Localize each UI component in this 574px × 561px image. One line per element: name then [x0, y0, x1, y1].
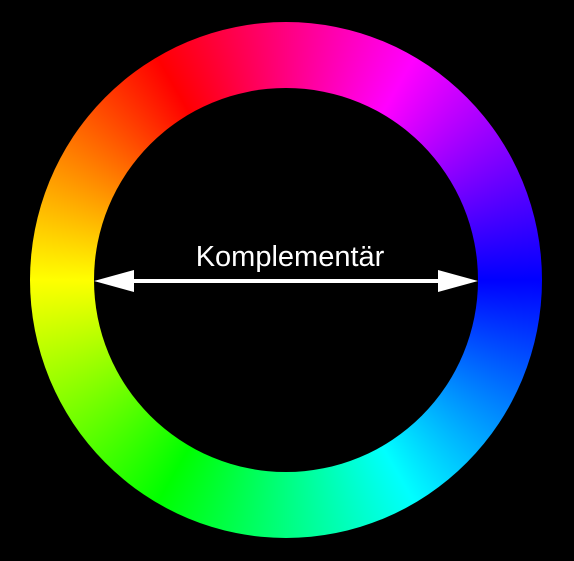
complementary-label: Komplementär	[195, 241, 385, 273]
arrow-head-right	[438, 270, 478, 292]
arrow-head-left	[94, 270, 134, 292]
